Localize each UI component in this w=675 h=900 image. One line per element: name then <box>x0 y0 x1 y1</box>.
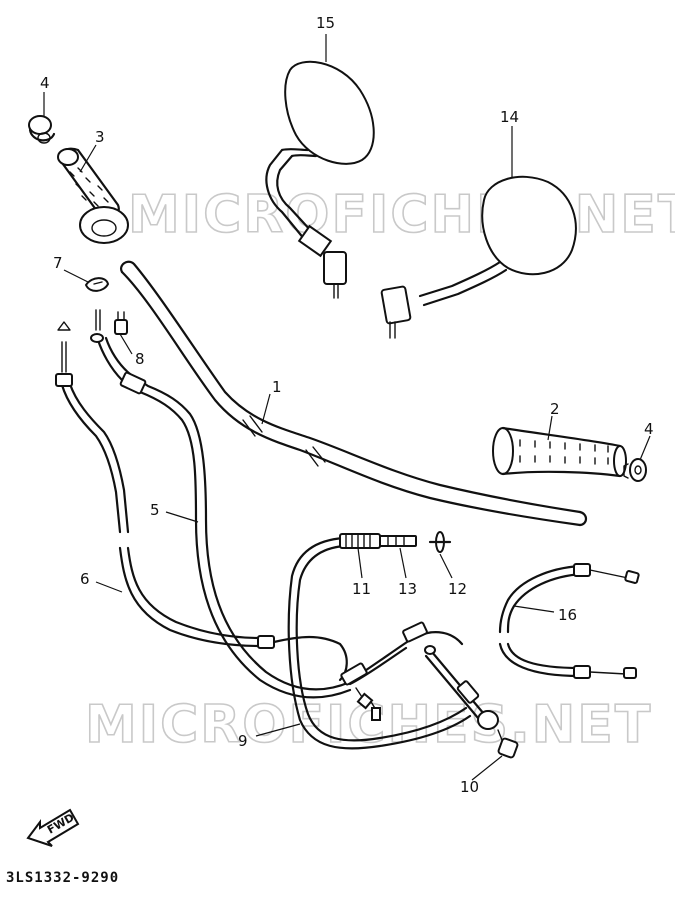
diagram-code: 3LS1332-9290 <box>6 870 119 886</box>
leader-lines <box>43 34 651 781</box>
watermark-top: MICROFICHES.NET <box>128 185 675 245</box>
callout-14: 14 <box>500 108 519 126</box>
clutch-adjuster <box>339 531 452 553</box>
mirror-left <box>265 60 375 299</box>
left-grip <box>57 147 129 244</box>
cable-cap <box>84 277 110 292</box>
callout-10: 10 <box>460 778 479 796</box>
callout-5: 5 <box>150 501 160 519</box>
callout-12: 12 <box>448 580 467 598</box>
callout-13: 13 <box>398 580 417 598</box>
bar-end-weight-right <box>623 458 647 482</box>
callout-4-right: 4 <box>644 420 654 438</box>
adjuster-bolt <box>114 311 128 335</box>
throttle-cable-5 <box>90 309 352 699</box>
callout-8: 8 <box>135 350 145 368</box>
forward-arrow-icon: FWD <box>26 808 80 847</box>
callout-7: 7 <box>53 254 63 272</box>
callout-9: 9 <box>238 732 248 750</box>
callout-2: 2 <box>550 400 560 418</box>
callout-4-left: 4 <box>40 74 50 92</box>
throttle-cable-6 <box>55 321 348 682</box>
callout-11: 11 <box>352 580 371 598</box>
handlebar <box>120 260 588 527</box>
callout-labels: 1 2 3 4 4 5 6 7 8 9 10 11 12 13 14 15 16 <box>40 14 654 796</box>
right-grip <box>492 426 627 478</box>
callout-1: 1 <box>272 378 282 396</box>
callout-16: 16 <box>558 606 577 624</box>
clutch-lever-end <box>424 645 519 759</box>
bar-end-weight-left <box>28 115 56 144</box>
mirror-right <box>380 175 577 339</box>
callout-15: 15 <box>316 14 335 32</box>
callout-6: 6 <box>80 570 90 588</box>
clutch-cable-9 <box>287 536 472 750</box>
callout-3: 3 <box>95 128 105 146</box>
